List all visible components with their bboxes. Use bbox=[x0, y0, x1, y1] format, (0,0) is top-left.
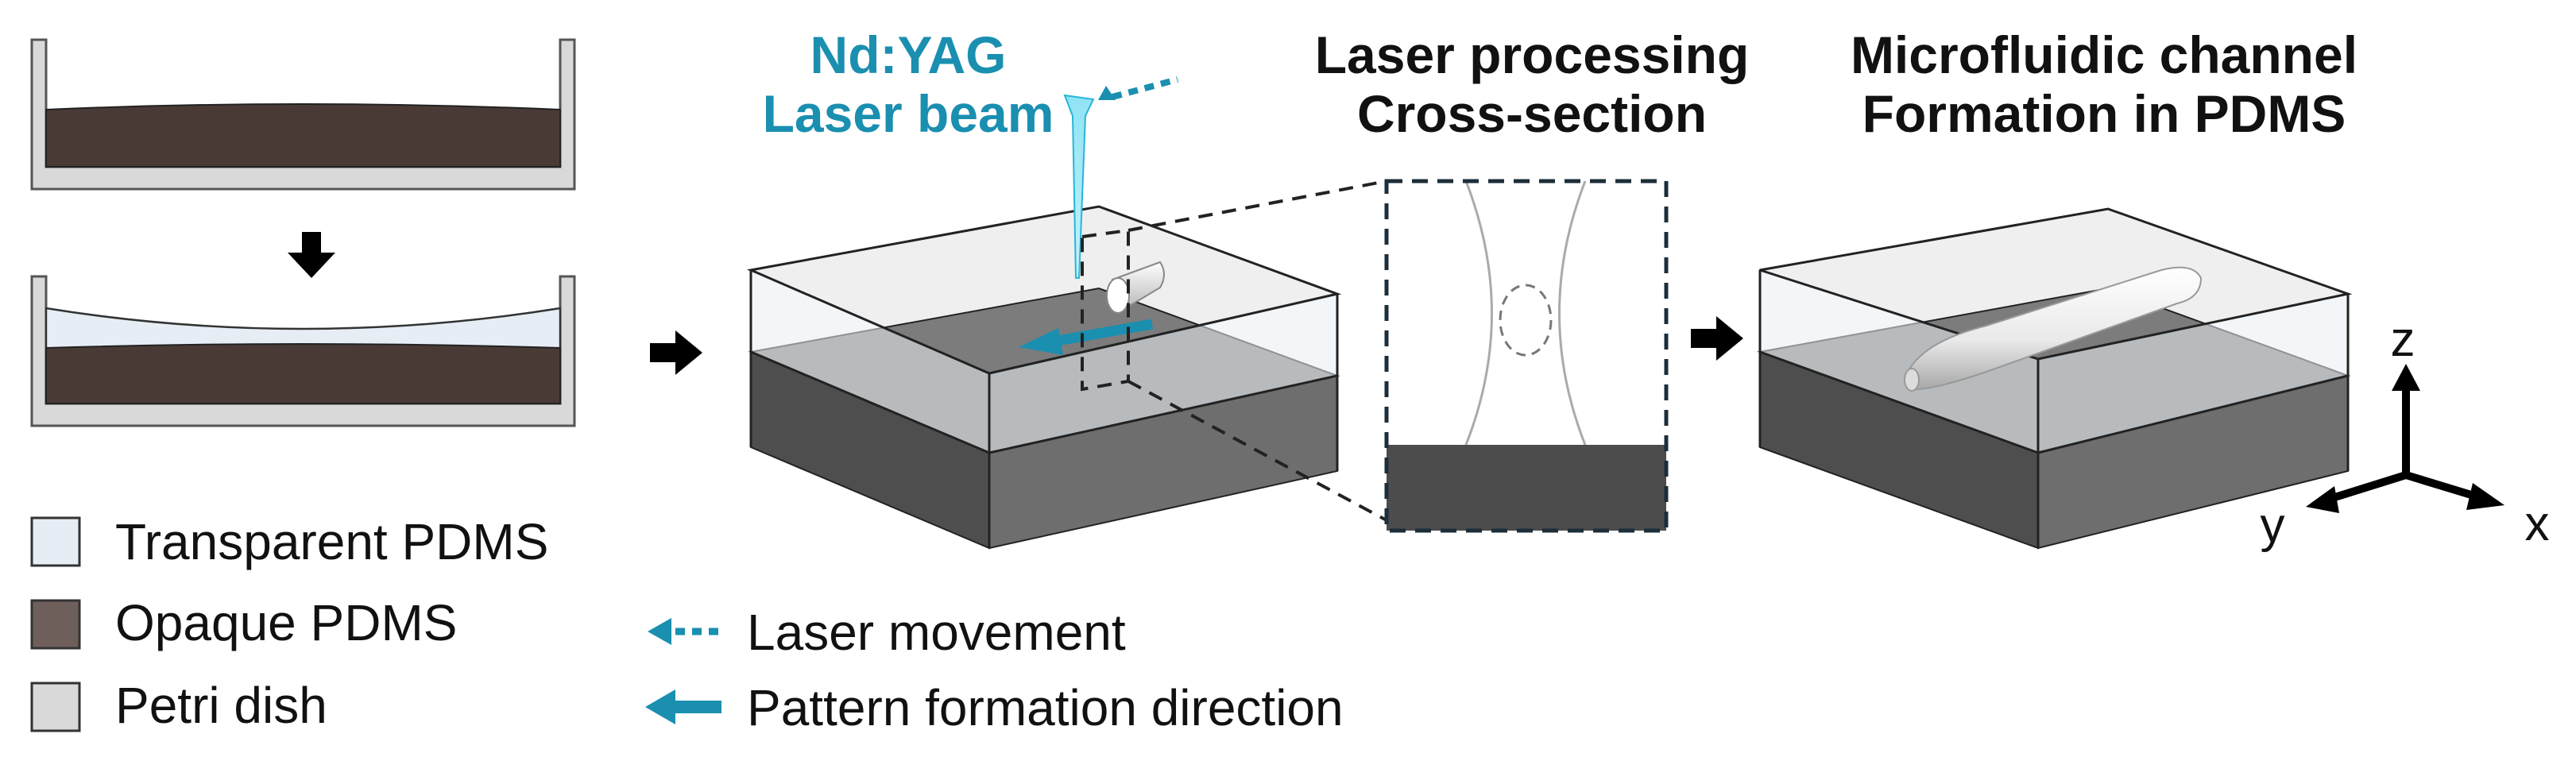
pdms-block-processing bbox=[746, 205, 1342, 550]
title-channel-line1: Microfluidic channel bbox=[1851, 25, 2357, 84]
legend-transparent-pdms: Transparent PDMS bbox=[115, 513, 548, 570]
opaque-pdms-swatch bbox=[30, 599, 81, 650]
title-laser-line2: Laser beam bbox=[763, 84, 1054, 143]
legend-opaque-pdms: Opaque PDMS bbox=[115, 594, 457, 651]
title-processing-line1: Laser processing bbox=[1315, 25, 1750, 84]
petri-dish-step-2 bbox=[30, 275, 576, 427]
title-channel-line2: Formation in PDMS bbox=[1862, 84, 2346, 143]
opaque-pdms-layer-2 bbox=[45, 343, 561, 404]
dotted-arrow-icon bbox=[1098, 76, 1179, 100]
channel-cylinder-in-progress bbox=[1106, 261, 1165, 314]
petri-dish-step-1 bbox=[30, 38, 576, 191]
axis-label-x: x bbox=[2525, 496, 2550, 551]
black-arrow-icon bbox=[288, 232, 335, 278]
legend-pattern-direction: Pattern formation direction bbox=[747, 679, 1344, 736]
petri-dish-swatch bbox=[30, 682, 81, 732]
black-arrow-icon bbox=[1691, 316, 1743, 361]
laser-beam bbox=[1063, 94, 1095, 279]
axis-label-y: y bbox=[2261, 498, 2285, 553]
title-processing-line2: Cross-section bbox=[1357, 84, 1707, 143]
pdms-block-channel bbox=[1757, 207, 2353, 550]
solid-arrow-icon bbox=[1019, 319, 1154, 355]
microfluidic-channel bbox=[1903, 266, 2203, 392]
axis-indicator: z x y bbox=[2261, 312, 2550, 553]
solid-arrow-icon bbox=[645, 689, 721, 724]
legend-materials: Transparent PDMS Opaque PDMS Petri dish bbox=[30, 513, 548, 734]
dotted-arrow-icon bbox=[648, 618, 719, 645]
transparent-pdms-swatch bbox=[30, 516, 81, 567]
legend-petri-dish: Petri dish bbox=[115, 677, 327, 734]
title-laser-line1: Nd:YAG bbox=[810, 25, 1007, 84]
legend-arrows: Laser movement Pattern formation directi… bbox=[645, 604, 1344, 736]
opaque-pdms-layer-1 bbox=[45, 103, 561, 168]
legend-laser-movement: Laser movement bbox=[747, 604, 1126, 661]
cross-section-panel bbox=[1384, 179, 1669, 533]
black-arrow-icon bbox=[650, 330, 702, 375]
axis-label-z: z bbox=[2391, 312, 2415, 367]
zoom-indicator bbox=[1081, 180, 1387, 522]
